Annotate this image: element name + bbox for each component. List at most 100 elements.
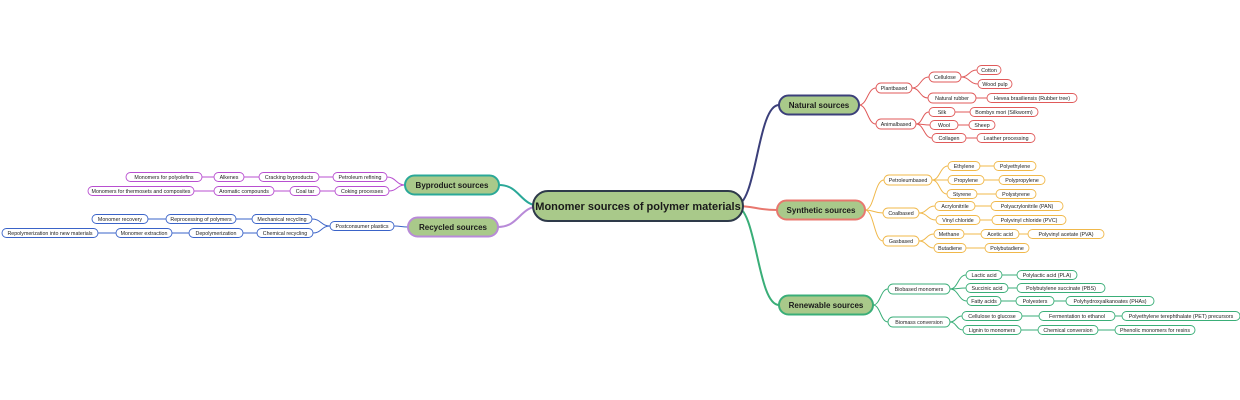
- node-coking-processes[interactable]: Coking processes: [334, 186, 390, 196]
- node-chemical-conversion[interactable]: Chemical conversion: [1037, 325, 1099, 335]
- node-collagen[interactable]: Collagen: [931, 133, 967, 143]
- branch-natural[interactable]: Natural sources: [778, 94, 860, 116]
- edge-silk: [915, 111, 930, 125]
- node-monomer-recovery[interactable]: Monomer recovery: [91, 214, 149, 224]
- node-wool[interactable]: Wool: [929, 120, 959, 130]
- node-biobased-monomers[interactable]: Biobased monomers: [887, 283, 951, 295]
- node-plantbased[interactable]: Plantbased: [875, 82, 913, 94]
- branch-recycled-box: [407, 216, 499, 238]
- node-cellulose-to-glucose[interactable]: Cellulose to glucose: [961, 311, 1023, 321]
- branch-renewable-label: Renewable sources: [789, 301, 864, 310]
- node-fatty-acids[interactable]: Fatty acids: [966, 296, 1002, 306]
- node-vinyl-chloride-box: [935, 215, 981, 225]
- node-lactic-acid[interactable]: Lactic acid: [965, 270, 1003, 280]
- edge-lactic-acid: [949, 274, 967, 290]
- node-plantbased-box: [875, 82, 913, 94]
- node-butadiene[interactable]: Butadiene: [933, 243, 967, 253]
- node-vinyl-chloride[interactable]: Vinyl chloride: [935, 215, 981, 225]
- node-lactic-acid-box: [965, 270, 1003, 280]
- node-postconsumer-plastics[interactable]: Postconsumer plastics: [329, 221, 395, 231]
- edge-butadiene: [918, 240, 935, 249]
- node-phenolic-monomers-for-resins[interactable]: Phenolic monomers for resins: [1114, 325, 1196, 335]
- branch-byproduct[interactable]: Byproduct sources: [404, 174, 500, 196]
- node-cotton-label: Cotton: [981, 68, 997, 74]
- node-aromatic-compounds-box: [213, 186, 275, 196]
- node-hevea-brasiliensis-rubber-tree[interactable]: Hevea brasiliensis (Rubber tree): [986, 93, 1078, 103]
- node-reprocessing-of-polymers-box: [165, 214, 237, 224]
- root-node[interactable]: Monomer sources of polymer materials: [532, 190, 744, 222]
- branch-renewable[interactable]: Renewable sources: [778, 294, 874, 316]
- node-alkenes[interactable]: Alkenes: [213, 172, 245, 182]
- node-animalbased[interactable]: Animalbased: [875, 118, 917, 130]
- node-petroleumbased-box: [883, 174, 933, 186]
- node-biobased-monomers-box: [887, 283, 951, 295]
- node-polyvinyl-chloride-pvc[interactable]: Polyvinyl chloride (PVC): [991, 215, 1067, 225]
- node-petroleum-refining-label: Petroleum refining: [339, 175, 382, 181]
- node-cracking-byproducts[interactable]: Cracking byproducts: [258, 172, 320, 182]
- node-mechanical-recycling[interactable]: Mechanical recycling: [251, 214, 313, 224]
- node-coalbased[interactable]: Coalbased: [882, 207, 920, 219]
- node-monomers-for-polyolefins-label: Monomers for polyolefins: [134, 175, 194, 181]
- node-coking-processes-label: Coking processes: [341, 189, 383, 195]
- node-silk[interactable]: Silk: [928, 107, 956, 117]
- node-monomers-for-polyolefins[interactable]: Monomers for polyolefins: [125, 172, 203, 182]
- node-coal-tar-label: Coal tar: [296, 189, 315, 195]
- node-coalbased-label: Coalbased: [888, 211, 913, 217]
- node-biomass-conversion[interactable]: Biomass conversion: [887, 316, 951, 328]
- node-polybutylene-succinate-pbs[interactable]: Polybutylene succinate (PBS): [1016, 283, 1106, 293]
- node-mechanical-recycling-label: Mechanical recycling: [257, 217, 306, 223]
- node-methane[interactable]: Methane: [933, 229, 965, 239]
- node-polybutadiene[interactable]: Polybutadiene: [984, 243, 1030, 253]
- node-petroleumbased[interactable]: Petroleumbased: [883, 174, 933, 186]
- node-coal-tar[interactable]: Coal tar: [289, 186, 321, 196]
- node-polyesters[interactable]: Polyesters: [1015, 296, 1055, 306]
- node-succinic-acid-label: Succinic acid: [972, 286, 1003, 292]
- branch-synthetic[interactable]: Synthetic sources: [776, 199, 866, 221]
- node-natural-rubber[interactable]: Natural rubber: [927, 92, 977, 104]
- node-leather-processing[interactable]: Leather processing: [976, 133, 1036, 143]
- node-sheep[interactable]: Sheep: [968, 120, 996, 130]
- node-cotton-box: [976, 65, 1002, 75]
- node-polystyrene[interactable]: Polystyrene: [995, 189, 1037, 199]
- node-butadiene-box: [933, 243, 967, 253]
- node-polyvinyl-acetate-pva[interactable]: Polyvinyl acetate (PVA): [1027, 229, 1105, 239]
- node-acrylonitrile[interactable]: Acrylonitrile: [934, 201, 976, 211]
- node-aromatic-compounds[interactable]: Aromatic compounds: [213, 186, 275, 196]
- branch-synthetic-box: [776, 199, 866, 221]
- node-monomer-extraction[interactable]: Monomer extraction: [115, 228, 173, 238]
- node-polyethylene-terephthalate-pet-precursors[interactable]: Polyethylene terephthalate (PET) precurs…: [1121, 311, 1240, 321]
- node-petroleum-refining[interactable]: Petroleum refining: [332, 172, 388, 182]
- branch-recycled[interactable]: Recycled sources: [407, 216, 499, 238]
- node-ethylene[interactable]: Ethylene: [947, 161, 981, 171]
- node-gasbased-label: Gasbased: [889, 239, 913, 245]
- node-polypropylene[interactable]: Polypropylene: [998, 175, 1046, 185]
- edge-lignin-to-monomers: [949, 321, 964, 331]
- node-wool-label: Wool: [938, 123, 950, 129]
- node-wood-pulp[interactable]: Wood pulp: [977, 79, 1013, 89]
- node-propylene[interactable]: Propylene: [947, 175, 985, 185]
- node-polyhydroxyalkanoates-phas[interactable]: Polyhydroxyalkanoates (PHAs): [1065, 296, 1155, 306]
- node-polyethylene[interactable]: Polyethylene: [993, 161, 1037, 171]
- edge-ethylene: [931, 165, 949, 181]
- node-bombyx-mori-silkworm[interactable]: Bombyx mori (Silkworm): [969, 107, 1039, 117]
- node-depolymerization-label: Depolymerization: [196, 231, 237, 237]
- node-monomers-for-polyolefins-box: [125, 172, 203, 182]
- node-reprocessing-of-polymers[interactable]: Reprocessing of polymers: [165, 214, 237, 224]
- node-repolymerization-into-new-materials[interactable]: Repolymerization into new materials: [1, 228, 99, 238]
- node-polyacrylonitrile-pan[interactable]: Polyacrylonitrile (PAN): [990, 201, 1064, 211]
- node-monomers-for-thermosets-and-composites[interactable]: Monomers for thermosets and composites: [87, 186, 195, 196]
- node-lignin-to-monomers[interactable]: Lignin to monomers: [962, 325, 1022, 335]
- node-succinic-acid[interactable]: Succinic acid: [965, 283, 1009, 293]
- node-cellulose[interactable]: Cellulose: [928, 71, 962, 83]
- node-acetic-acid[interactable]: Acetic acid: [980, 229, 1020, 239]
- node-fermentation-to-ethanol[interactable]: Fermentation to ethanol: [1038, 311, 1116, 321]
- node-gasbased[interactable]: Gasbased: [882, 235, 920, 247]
- node-depolymerization[interactable]: Depolymerization: [188, 228, 244, 238]
- node-phenolic-monomers-for-resins-label: Phenolic monomers for resins: [1120, 328, 1190, 334]
- node-polylactic-acid-pla[interactable]: Polylactic acid (PLA): [1016, 270, 1078, 280]
- node-postconsumer-plastics-box: [329, 221, 395, 231]
- node-chemical-recycling[interactable]: Chemical recycling: [256, 228, 314, 238]
- node-natural-rubber-box: [927, 92, 977, 104]
- node-styrene[interactable]: Styrene: [946, 189, 978, 199]
- node-cotton[interactable]: Cotton: [976, 65, 1002, 75]
